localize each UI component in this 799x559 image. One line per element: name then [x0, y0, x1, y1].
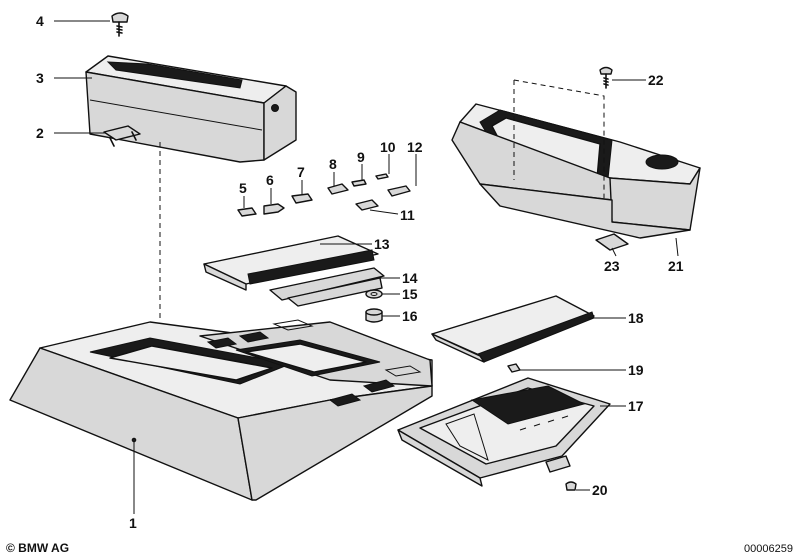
callout-6: 6 [266, 172, 274, 188]
copyright-text: © BMW AG [6, 541, 69, 555]
callout-13: 13 [374, 236, 390, 252]
callout-23: 23 [604, 258, 620, 274]
cover-box-3-drawing [85, 55, 297, 163]
callout-11: 11 [400, 207, 415, 223]
callout-12: 12 [407, 139, 423, 155]
callout-19: 19 [628, 362, 644, 378]
shift-surround-17-drawing [397, 377, 611, 487]
callout-16: 16 [402, 308, 418, 324]
screw-4-drawing [111, 12, 129, 37]
diagram-number: 00006259 [744, 543, 793, 555]
clips-drawing [237, 173, 411, 217]
callout-15: 15 [402, 286, 418, 302]
screw-20-drawing [565, 481, 577, 491]
callout-1: 1 [129, 515, 137, 531]
washer-15-drawing [365, 289, 383, 299]
tray-13-drawing [203, 235, 385, 307]
callout-4: 4 [36, 13, 44, 29]
rear-console-21-drawing [451, 79, 701, 239]
callout-10: 10 [380, 139, 396, 155]
center-console-1-drawing [9, 319, 433, 501]
callout-20: 20 [592, 482, 608, 498]
cover-plate-18-drawing [431, 295, 595, 363]
callout-8: 8 [329, 156, 337, 172]
callout-18: 18 [628, 310, 644, 326]
callout-2: 2 [36, 125, 44, 141]
bracket-23-drawing [595, 233, 629, 251]
leader-lines [54, 20, 679, 514]
callout-5: 5 [239, 180, 247, 196]
plug-16-drawing [365, 308, 383, 323]
callout-3: 3 [36, 70, 44, 86]
callout-9: 9 [357, 149, 365, 165]
bracket-2-drawing [103, 125, 141, 147]
callout-14: 14 [402, 270, 418, 286]
callout-7: 7 [297, 164, 305, 180]
screw-19-drawing [507, 363, 521, 373]
callout-17: 17 [628, 398, 644, 414]
callout-22: 22 [648, 72, 664, 88]
screw-22-drawing [599, 66, 613, 89]
callout-21: 21 [668, 258, 684, 274]
